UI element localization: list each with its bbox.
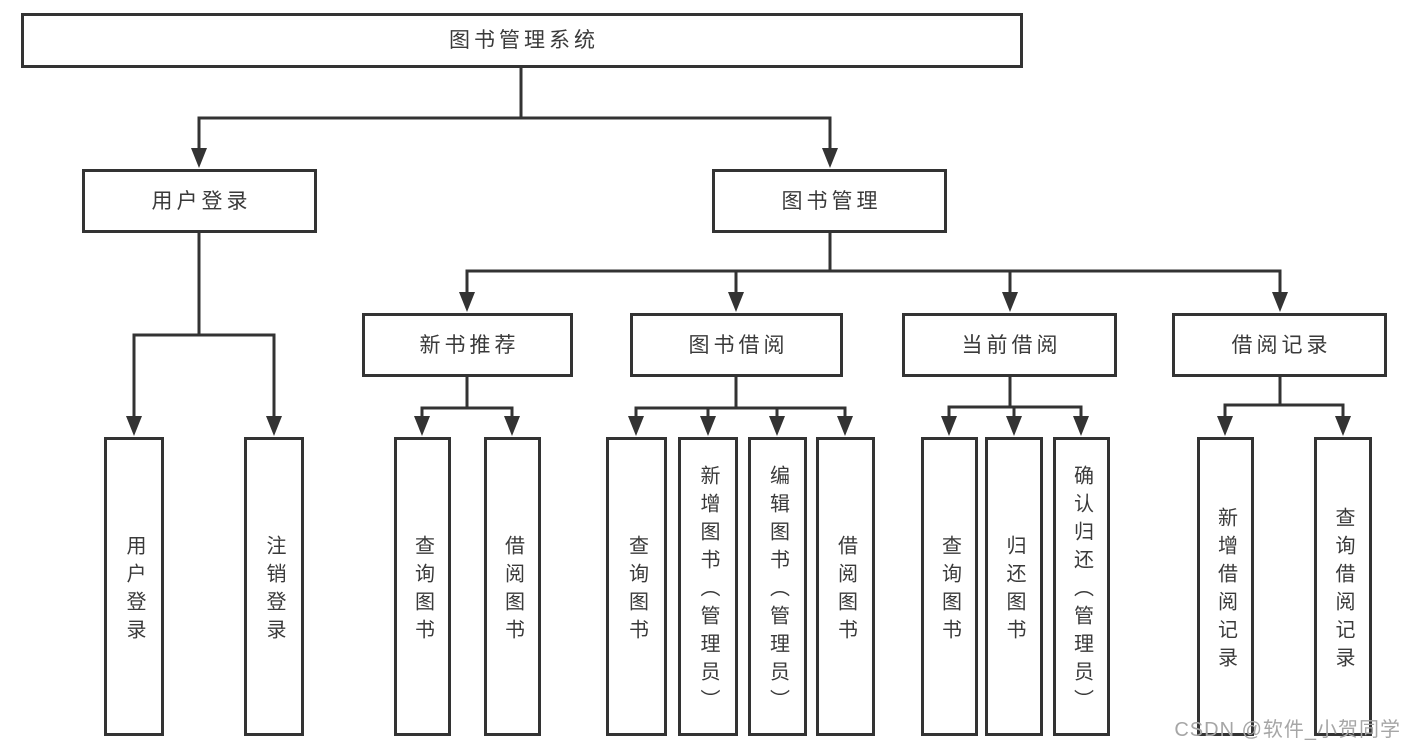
node-borrow-books-recommendation: 借阅图书 xyxy=(484,437,541,736)
node-borrowing-records: 借阅记录 xyxy=(1172,313,1387,377)
node-label: 确认归还（管理员） xyxy=(1070,464,1093,717)
node-new-book-recommendation: 新书推荐 xyxy=(362,313,573,377)
node-label: 借阅记录 xyxy=(1231,333,1332,357)
node-query-books-recommendation: 查询图书 xyxy=(394,437,451,736)
node-label: 查询借阅记录 xyxy=(1332,506,1354,675)
node-label: 查询图书 xyxy=(625,534,648,647)
node-confirm-return-admin: 确认归还（管理员） xyxy=(1053,437,1110,736)
node-current-borrowing: 当前借阅 xyxy=(902,313,1117,377)
node-borrow-books-leaf: 借阅图书 xyxy=(816,437,875,736)
arrowheads xyxy=(126,148,1351,436)
node-query-books-current: 查询图书 xyxy=(921,437,978,736)
node-label: 用户登录 xyxy=(151,189,252,213)
node-label: 当前借阅 xyxy=(961,333,1062,357)
node-label: 图书管理系统 xyxy=(449,29,599,52)
node-label: 注销登录 xyxy=(263,534,285,647)
node-label: 新增图书（管理员） xyxy=(697,464,719,717)
node-logout: 注销登录 xyxy=(244,437,304,736)
watermark-text: CSDN @软件_小贺同学 xyxy=(1174,719,1401,741)
node-label: 图书管理 xyxy=(781,189,882,213)
node-add-books-admin: 新增图书（管理员） xyxy=(678,437,738,736)
node-label: 新书推荐 xyxy=(419,333,520,357)
node-label: 借阅图书 xyxy=(834,534,857,647)
node-book-management: 图书管理 xyxy=(712,169,947,233)
node-book-borrowing: 图书借阅 xyxy=(630,313,843,377)
node-user-login-leaf: 用户登录 xyxy=(104,437,164,736)
node-label: 编辑图书（管理员） xyxy=(766,464,789,717)
node-label: 归还图书 xyxy=(1003,534,1025,647)
node-label: 查询图书 xyxy=(938,534,961,647)
node-query-borrow-record: 查询借阅记录 xyxy=(1314,437,1372,736)
node-add-borrow-record: 新增借阅记录 xyxy=(1197,437,1254,736)
node-query-books-borrowing: 查询图书 xyxy=(606,437,667,736)
node-return-books: 归还图书 xyxy=(985,437,1043,736)
node-edit-books-admin: 编辑图书（管理员） xyxy=(748,437,807,736)
node-user-login: 用户登录 xyxy=(82,169,317,233)
node-label: 用户登录 xyxy=(123,534,145,647)
node-label: 借阅图书 xyxy=(501,534,524,647)
node-label: 新增借阅记录 xyxy=(1214,506,1237,675)
node-library-management-system: 图书管理系统 xyxy=(21,13,1023,68)
node-label: 查询图书 xyxy=(411,534,434,647)
node-label: 图书借阅 xyxy=(688,333,789,357)
